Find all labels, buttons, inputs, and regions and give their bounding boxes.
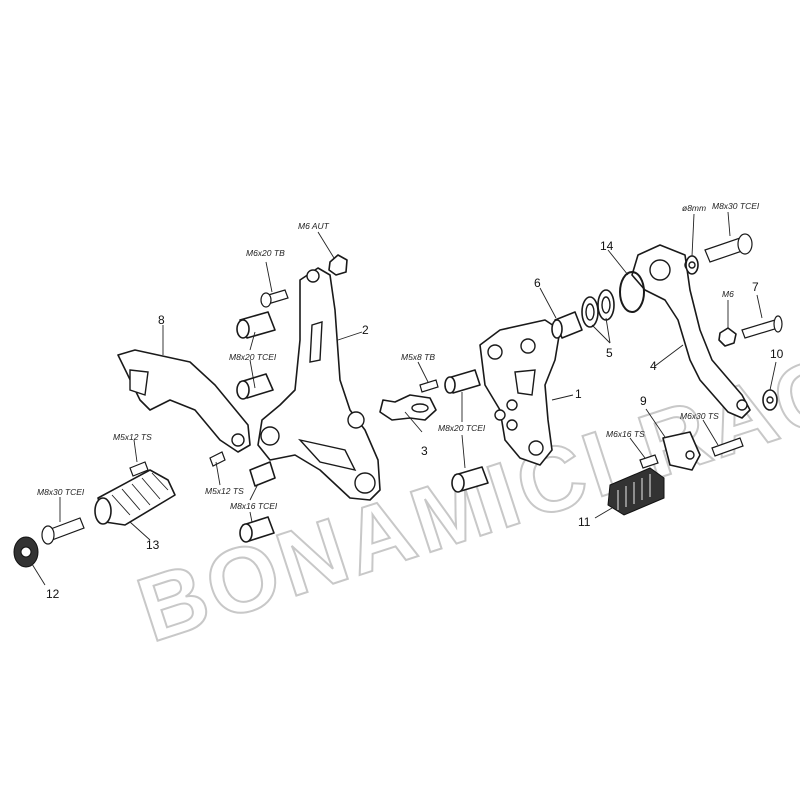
pin-bolt-part-7 [741,315,783,339]
part-number-labels: 8 2 3 1 4 5 6 7 9 10 11 12 13 14 [31,239,784,601]
washer-8mm [685,255,699,275]
label-8: 8 [158,313,165,327]
shift-peg-part-11 [607,467,665,516]
label-11: 11 [578,515,591,529]
spec-m5x12-ts-a: M5x12 TS [113,432,152,442]
label-6: 6 [534,276,541,290]
label-2: 2 [362,323,369,337]
bolt-m6x20-tb [260,289,289,308]
spec-m6x20-tb: M6x20 TB [246,248,285,258]
label-7: 7 [752,280,759,294]
bolt-m8x20-tcei-left [236,311,276,400]
bolt-m5x8-tb [419,379,439,393]
bolt-m8x20-tcei-center [451,466,489,493]
spacer-part-10 [762,389,778,411]
spec-m8x20-tcei-left: M8x20 TCEI [229,352,277,362]
label-12: 12 [46,587,60,601]
spec-m6: M6 [722,289,734,299]
spec-m6-aut: M6 AUT [298,221,330,231]
main-bracket-part-2 [257,267,381,501]
bolt-m8x16-tcei [239,461,276,543]
label-14: 14 [600,239,614,253]
label-13: 13 [146,538,160,552]
spec-m6x16-ts: M6x16 TS [606,429,645,439]
end-cap-part-12 [13,536,39,568]
bolt-m5x12-ts [129,451,226,477]
spec-phi8mm: ø8mm [682,203,706,213]
bolt-m6x30-ts [711,437,744,457]
label-9: 9 [640,394,647,408]
spec-m5x12-ts-b: M5x12 TS [205,486,244,496]
label-3: 3 [421,444,428,458]
spec-m8x16-tcei: M8x16 TCEI [230,501,278,511]
circlip-part-14 [619,271,645,313]
bolt-m6x16-ts [639,454,659,469]
bolt-m8x30-tcei-right [704,233,753,263]
heel-plate-part-8 [117,349,251,453]
spec-m5x8-tb: M5x8 TB [401,352,435,362]
shift-lever-part-4 [631,244,751,419]
bushing-part-6 [551,311,583,339]
rear-set-plate-part-1 [479,319,561,466]
spec-m8x30-tcei-left: M8x30 TCEI [37,487,85,497]
fastener-spec-labels: M6 AUT M6x20 TB M8x20 TCEI M5x8 TB M8x20… [37,201,760,523]
spec-m8x20-tcei-center: M8x20 TCEI [438,423,486,433]
label-5: 5 [606,346,613,360]
label-4: 4 [650,359,657,373]
footpeg-part-13 [94,469,176,526]
small-bracket-part-3 [379,394,437,421]
label-1: 1 [575,387,582,401]
m6-nut [718,327,737,347]
nut-m6-aut [328,254,348,276]
label-10: 10 [770,347,784,361]
spec-m8x30-tcei-right: M8x30 TCEI [712,201,760,211]
bearings-part-5 [581,289,615,328]
bolt-m8x30-tcei-left [41,517,85,545]
plate-part-9 [662,431,701,471]
spec-m6x30-ts: M6x30 TS [680,411,719,421]
bushing-center [444,369,481,394]
